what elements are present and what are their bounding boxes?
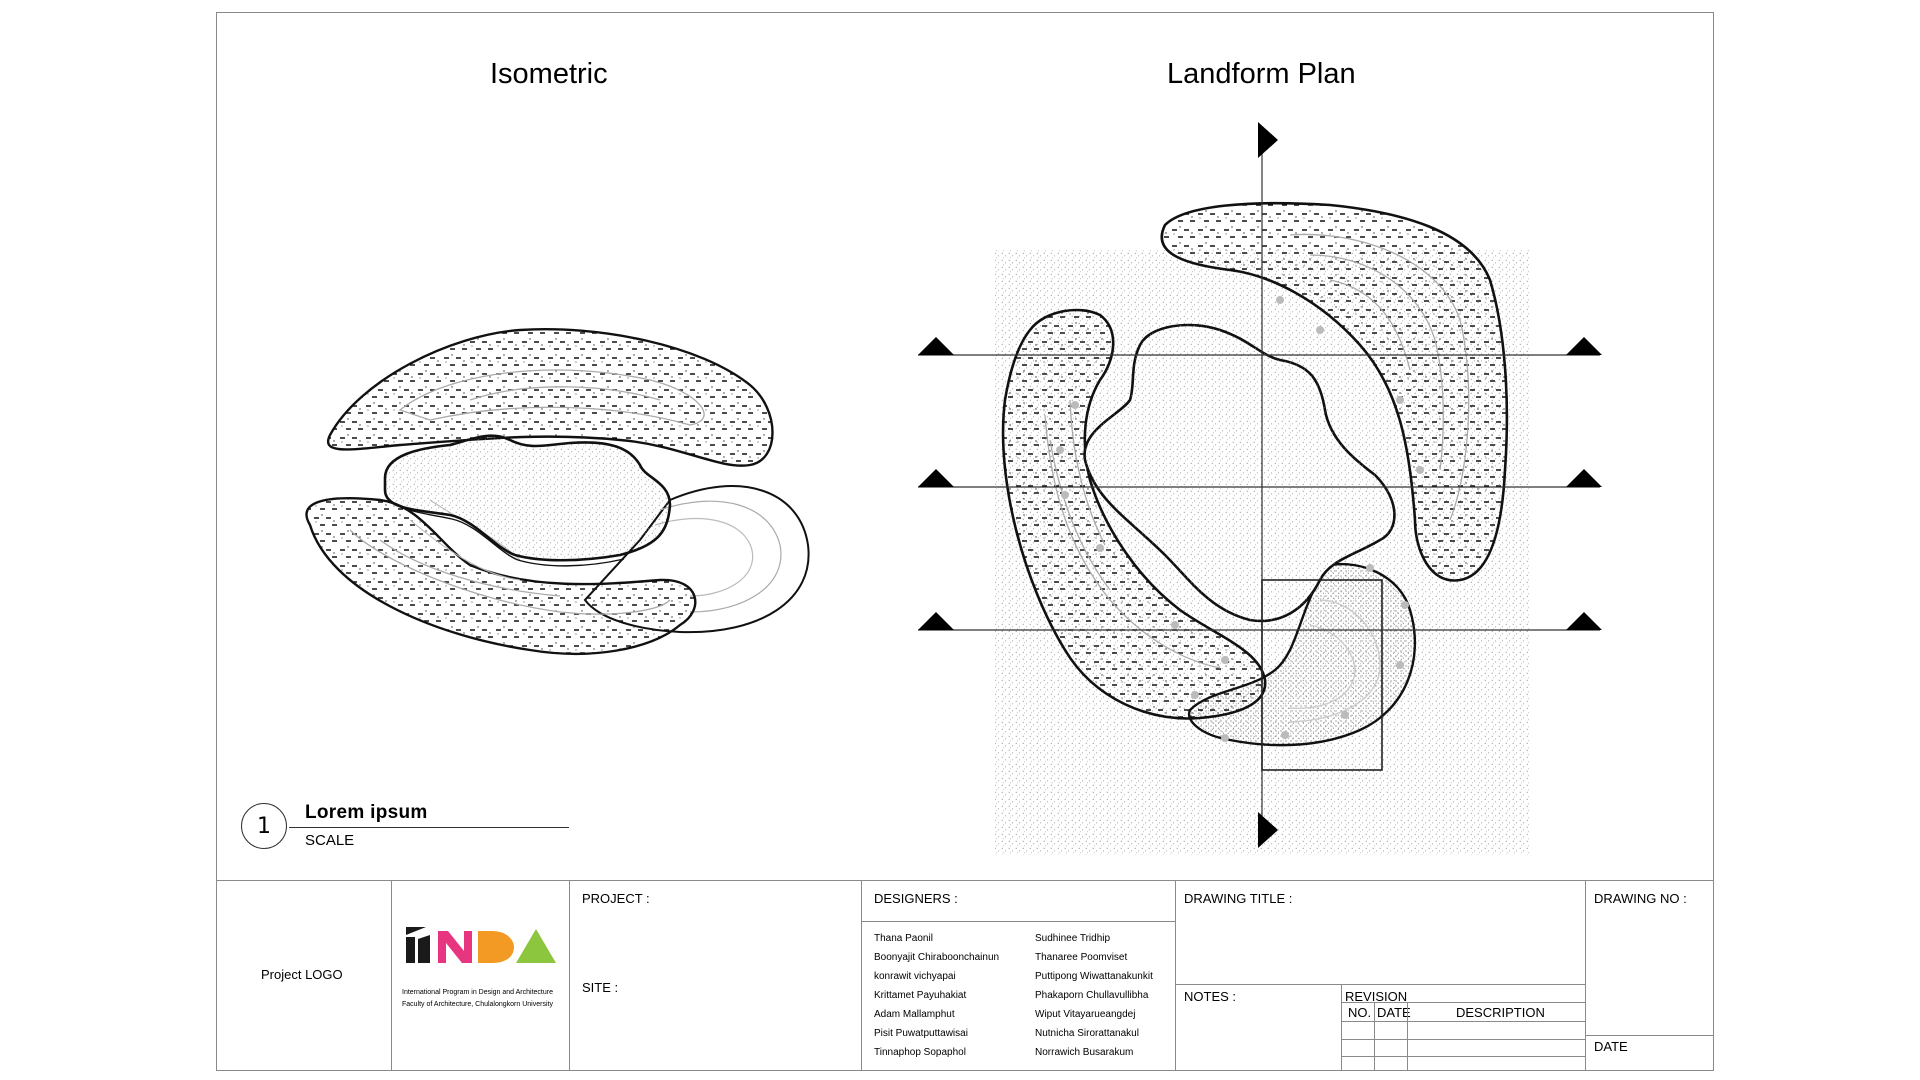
- revision-col-no: NO.: [1348, 1005, 1372, 1020]
- designer-name: konrawit vichyapai: [874, 971, 956, 982]
- designer-name: Phakaporn Chullavullibha: [1035, 990, 1149, 1001]
- designer-name: Boonyajit Chiraboonchainun: [874, 952, 1000, 963]
- section-arrow-a-left: [918, 337, 954, 355]
- notes-label: NOTES :: [1184, 989, 1237, 1004]
- drawing-number-circle: 1: [241, 803, 287, 849]
- revision-label: REVISION: [1345, 989, 1408, 1004]
- landform-plan-title: Landform Plan: [1167, 58, 1356, 90]
- iso-central-platform: [383, 434, 672, 562]
- logo-line-2: Faculty of Architecture, Chulalongkorn U…: [402, 1001, 553, 1008]
- designer-name: Krittamet Payuhakiat: [874, 990, 967, 1001]
- designer-name: Tinnaphop Sopaphol: [874, 1047, 966, 1058]
- landform-plan: [918, 122, 1602, 855]
- drawing-canvas: [305, 122, 1602, 855]
- tb-designers-cell: DESIGNERS : Thana Paonil Boonyajit Chira…: [862, 881, 1176, 1071]
- section-arrow-c-left: [918, 612, 954, 630]
- plan-left-lobe: [1001, 308, 1267, 720]
- designers-label: DESIGNERS :: [874, 891, 958, 906]
- drawing-number: 1: [257, 813, 271, 839]
- tb-drawing-title-cell: DRAWING TITLE : NOTES : REVISION NO. DAT…: [1176, 881, 1586, 1071]
- project-label: PROJECT :: [582, 891, 650, 906]
- inda-logo: [406, 927, 556, 963]
- tb-project-cell: PROJECT : SITE :: [570, 881, 862, 1071]
- designer-name: Wiput Vitayarueangdej: [1035, 1009, 1136, 1020]
- section-arrow-bottom: [1258, 812, 1278, 848]
- section-arrow-b-left: [918, 469, 954, 487]
- revision-col-date: DATE: [1377, 1005, 1411, 1020]
- drawing-label-title: Lorem ipsum: [305, 802, 428, 823]
- designer-name: Puttipong Wiwattanakunkit: [1035, 971, 1153, 982]
- drawing-label-scale: SCALE: [305, 832, 355, 849]
- plan-top-right-lobe: [1160, 201, 1509, 582]
- revision-col-description: DESCRIPTION: [1456, 1005, 1545, 1020]
- date-label: DATE: [1594, 1039, 1628, 1054]
- project-logo-label: Project LOGO: [261, 967, 343, 982]
- tb-inda-logo-cell: International Program in Design and Arch…: [392, 881, 570, 1071]
- designer-name: Pisit Puwatputtawisai: [874, 1028, 968, 1039]
- designer-name: Sudhinee Tridhip: [1035, 933, 1111, 944]
- iso-upper-lobe: [327, 328, 774, 467]
- plan-detail-box: [1261, 579, 1383, 771]
- section-arrow-b-right: [1566, 469, 1602, 487]
- plan-markers: [1056, 296, 1424, 742]
- isometric-view: [305, 328, 810, 655]
- designer-name: Nutnicha Sirorattanakul: [1035, 1028, 1139, 1039]
- designer-name: Thana Paonil: [874, 933, 933, 944]
- drawing-no-label: DRAWING NO :: [1594, 891, 1687, 906]
- designer-name: Thanaree Poomviset: [1035, 952, 1128, 963]
- isometric-view-title: Isometric: [490, 58, 608, 90]
- designer-name: Adam Mallamphut: [874, 1009, 955, 1020]
- site-label: SITE :: [582, 980, 619, 995]
- drawing-label-underline: [289, 827, 569, 828]
- section-arrow-top: [1258, 122, 1278, 158]
- tb-project-logo-cell: Project LOGO: [216, 881, 392, 1071]
- designer-name: Norrawich Busarakum: [1035, 1047, 1134, 1058]
- drawing-title-label: DRAWING TITLE :: [1184, 891, 1293, 906]
- logo-line-1: International Program in Design and Arch…: [402, 989, 553, 996]
- title-block: Project LOGO International Program in De…: [216, 880, 1714, 1071]
- section-arrow-c-right: [1566, 612, 1602, 630]
- tb-drawing-no-cell: DRAWING NO : DATE: [1586, 881, 1714, 1071]
- section-arrow-a-right: [1566, 337, 1602, 355]
